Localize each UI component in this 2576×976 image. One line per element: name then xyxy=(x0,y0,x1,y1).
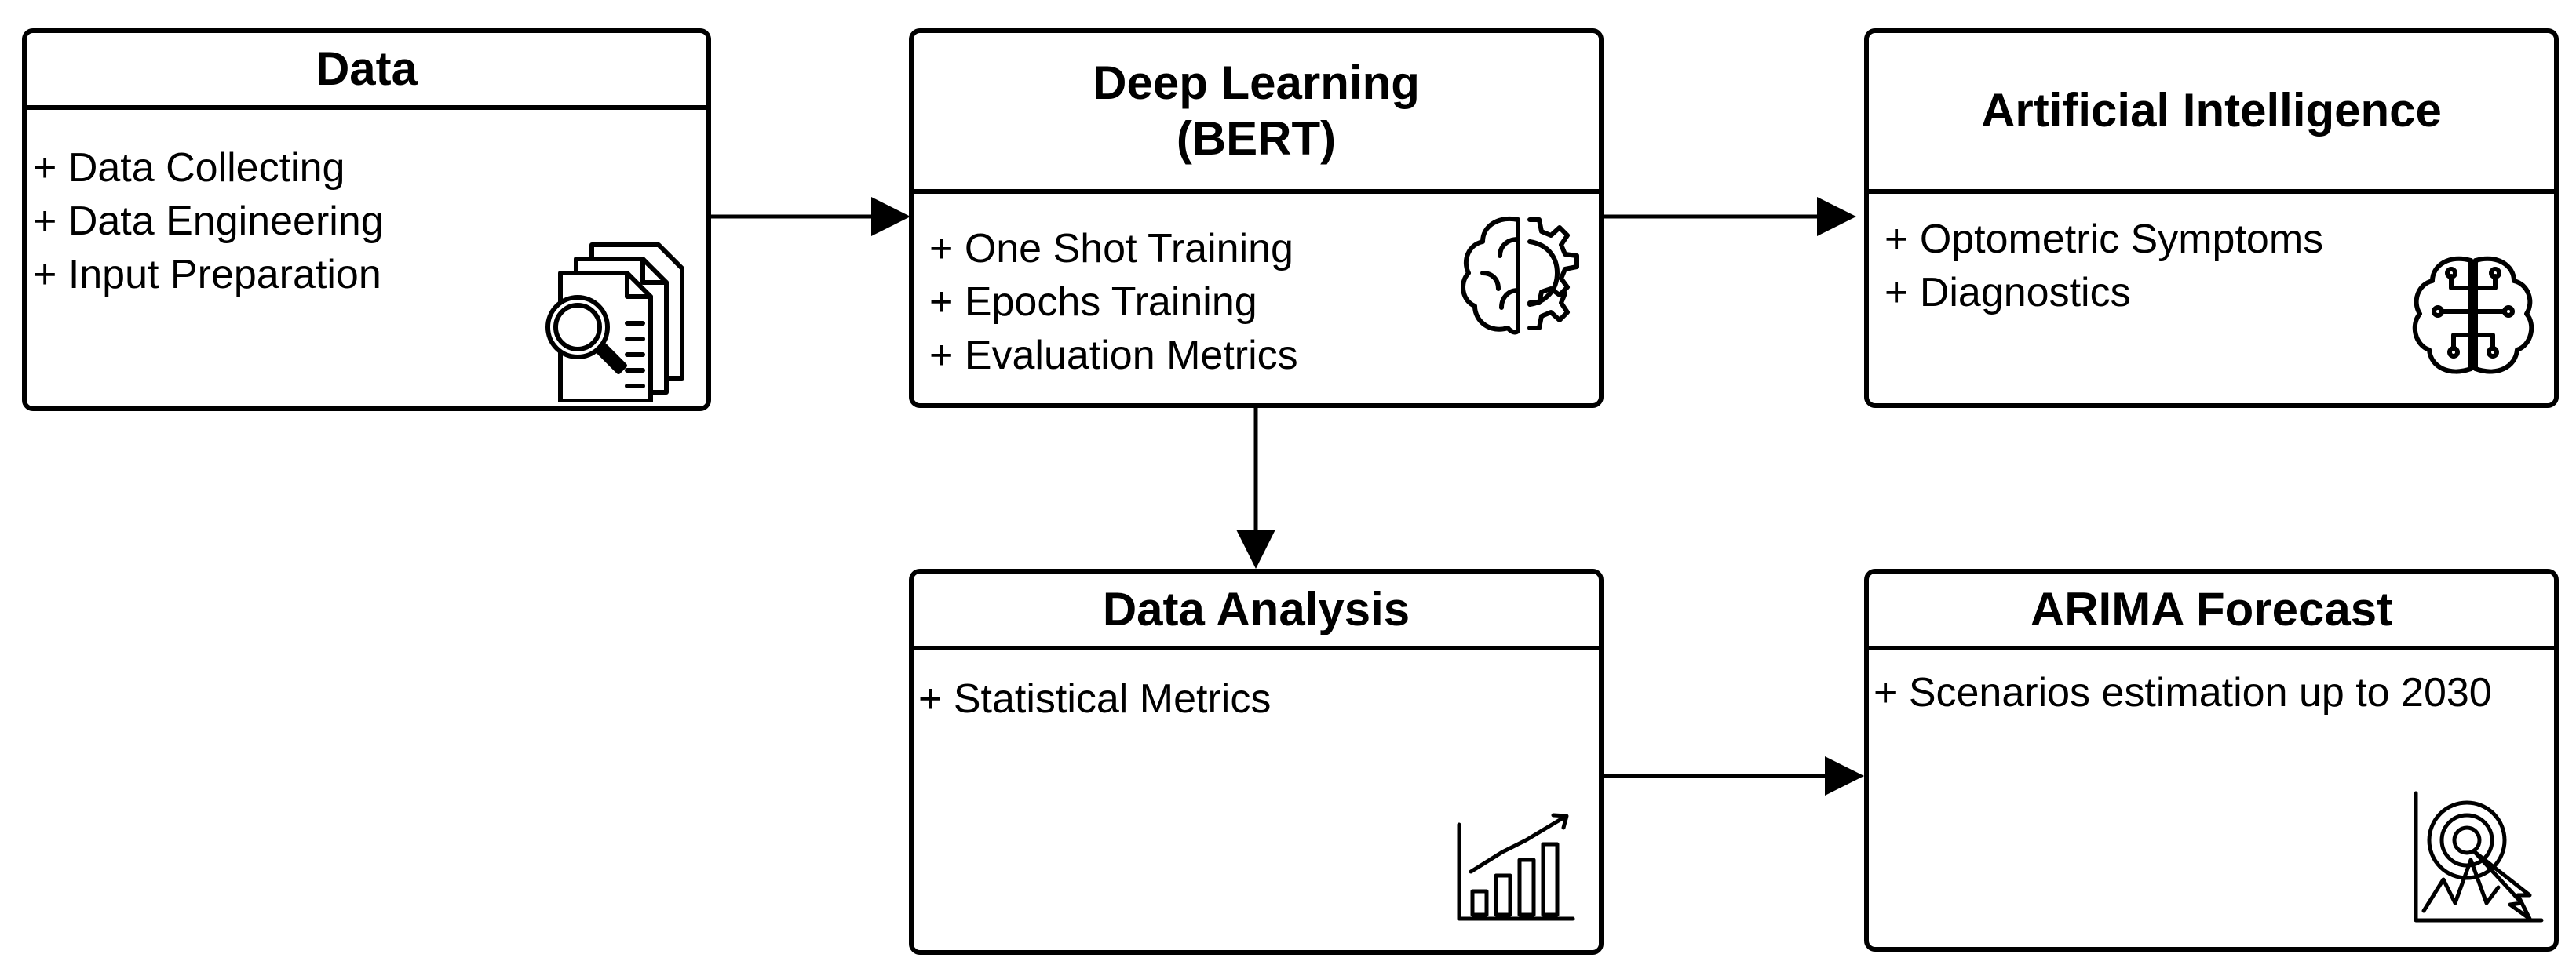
list-item: + Epochs Training xyxy=(929,279,1257,325)
node-title: Data Analysis xyxy=(1102,582,1410,635)
target-chart-icon xyxy=(2412,785,2545,927)
node-title-line1: Deep Learning xyxy=(1093,56,1420,110)
list-item: + Evaluation Metrics xyxy=(929,333,1298,378)
brain-gear-icon xyxy=(1451,204,1593,345)
list-item: + Input Preparation xyxy=(33,252,381,297)
node-items: + Data Collecting + Data Engineering + I… xyxy=(33,141,706,301)
node-items: + One Shot Training + Epochs Training + … xyxy=(929,222,1599,382)
node-body: + Optometric Symptoms + Diagnostics xyxy=(1869,194,2554,403)
deep-learning-node: Deep Learning (BERT) + One Shot Training… xyxy=(909,28,1604,408)
list-item: + Optometric Symptoms xyxy=(1885,217,2324,262)
document-search-icon xyxy=(529,221,706,404)
node-title: Data xyxy=(315,42,418,95)
node-header: ARIMA Forecast xyxy=(1869,574,2554,650)
data-node: Data + Data Collecting + Data Engineerin… xyxy=(22,28,711,411)
node-title: Artificial Intelligence xyxy=(1981,84,2442,137)
ai-brain-circuit-icon xyxy=(2403,245,2544,386)
node-header: Artificial Intelligence xyxy=(1869,33,2554,194)
list-item: + Scenarios estimation up to 2030 xyxy=(1874,670,2492,716)
list-item: + One Shot Training xyxy=(929,226,1293,271)
node-body: + Data Collecting + Data Engineering + I… xyxy=(27,110,706,406)
list-item: + Data Collecting xyxy=(33,145,345,191)
bar-chart-growth-icon xyxy=(1455,809,1577,927)
data-analysis-node: Data Analysis + Statistical Metrics xyxy=(909,569,1604,955)
node-body: + Statistical Metrics xyxy=(914,650,1599,950)
node-header: Data xyxy=(27,33,706,110)
node-items: + Statistical Metrics xyxy=(918,672,1599,726)
node-body: + One Shot Training + Epochs Training + … xyxy=(914,194,1599,403)
node-title-line2: (BERT) xyxy=(1176,111,1337,165)
node-header: Deep Learning (BERT) xyxy=(914,33,1599,194)
list-item: + Statistical Metrics xyxy=(918,676,1272,722)
list-item: + Diagnostics xyxy=(1885,270,2131,315)
ai-node: Artificial Intelligence + Optometric Sym… xyxy=(1864,28,2559,408)
list-item: + Data Engineering xyxy=(33,198,384,244)
node-items: + Scenarios estimation up to 2030 xyxy=(1874,666,2554,719)
node-header: Data Analysis xyxy=(914,574,1599,650)
node-body: + Scenarios estimation up to 2030 xyxy=(1869,650,2554,947)
node-items: + Optometric Symptoms + Diagnostics xyxy=(1885,213,2554,319)
node-title: ARIMA Forecast xyxy=(2030,582,2393,635)
arima-node: ARIMA Forecast + Scenarios estimation up… xyxy=(1864,569,2559,952)
